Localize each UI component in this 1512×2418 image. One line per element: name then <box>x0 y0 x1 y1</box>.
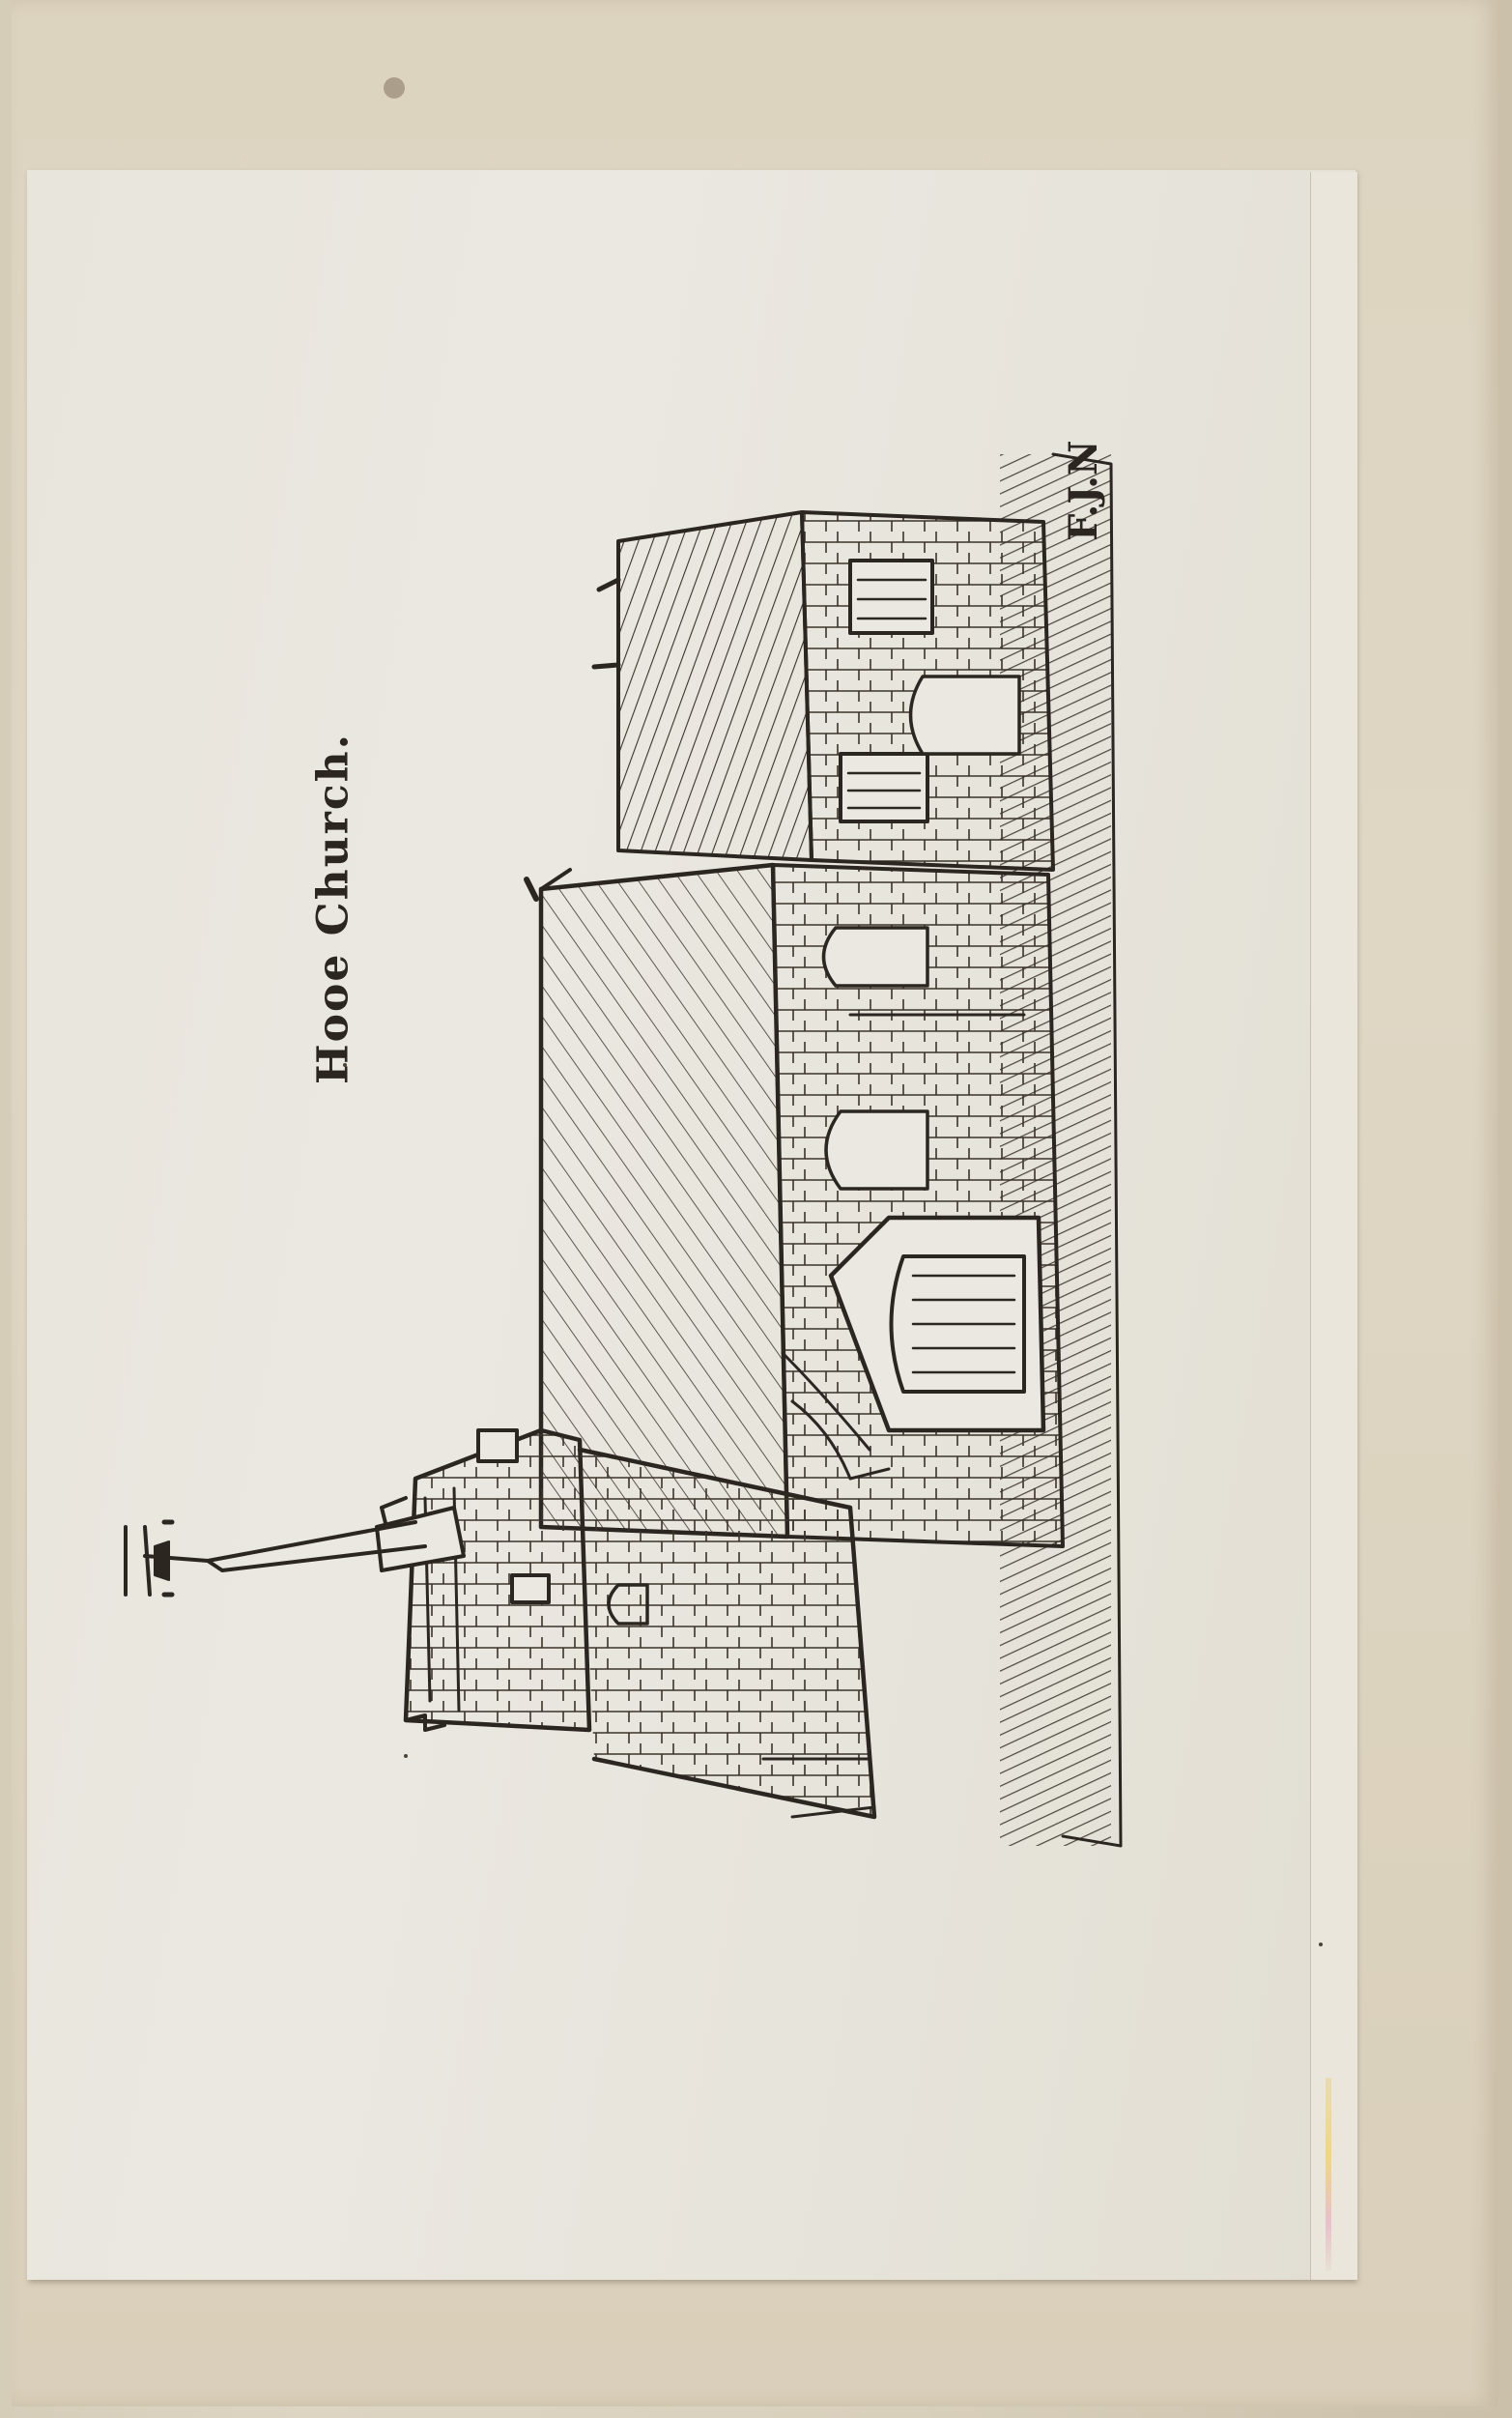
ink-blot <box>384 77 405 99</box>
nave <box>524 862 1065 1548</box>
stray-mark <box>343 1063 347 1067</box>
spire <box>124 1506 466 1598</box>
artist-initials: F.J.N <box>1061 440 1106 541</box>
porch <box>781 1215 1046 1481</box>
tower <box>380 1427 877 1820</box>
stray-mark <box>404 1754 408 1758</box>
plate-edge-strip <box>1310 172 1357 2280</box>
church-sketch <box>124 452 1123 1848</box>
stray-mark <box>1319 1943 1323 1946</box>
plate-color-edge <box>1326 2078 1331 2271</box>
chancel <box>591 510 1055 872</box>
